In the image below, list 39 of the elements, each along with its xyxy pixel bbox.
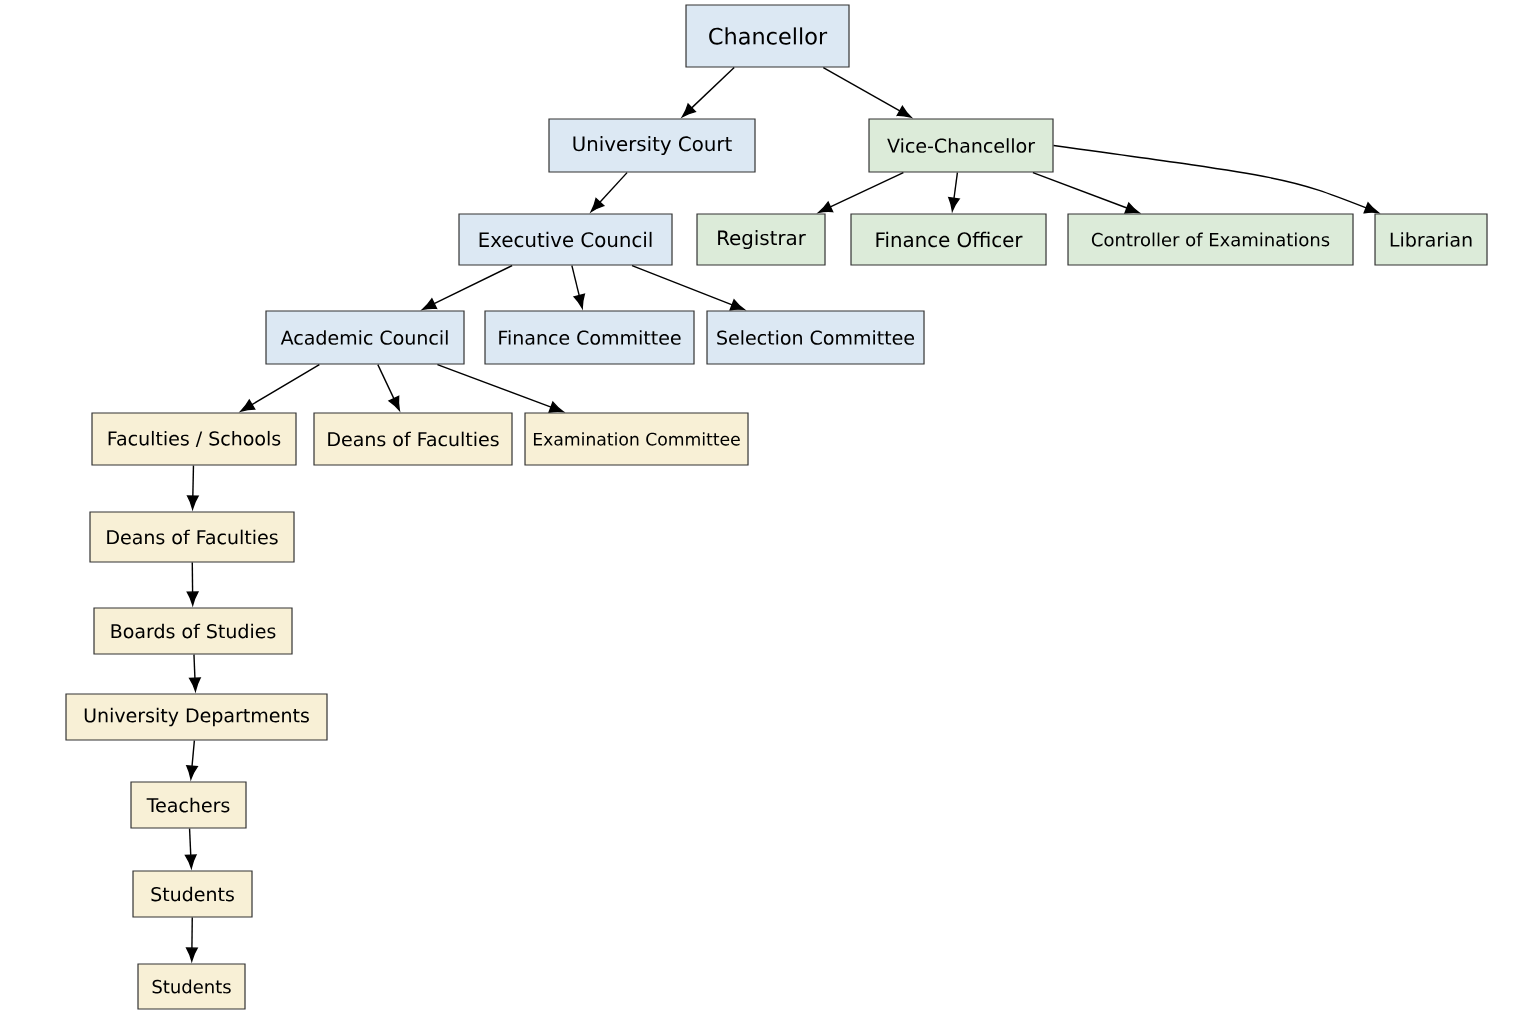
arrow — [818, 171, 905, 213]
arrow — [186, 464, 199, 510]
org-box: Executive Council — [458, 213, 673, 266]
org-box: Selection Committee — [706, 310, 925, 365]
org-box: Students — [132, 870, 253, 918]
org-box: Vice-Chancellor — [868, 118, 1054, 173]
org-box: Academic Council — [265, 310, 465, 365]
arrow — [1052, 144, 1379, 214]
org-box: Examination Committee — [524, 412, 749, 466]
arrow — [377, 363, 400, 411]
org-box: Teachers — [130, 781, 247, 829]
arrow — [571, 264, 586, 309]
arrow — [436, 363, 564, 413]
arrow — [590, 171, 628, 213]
org-box: Finance Officer — [850, 213, 1047, 266]
org-box: University Departments — [65, 693, 328, 741]
org-box: Registrar — [696, 213, 826, 266]
org-box: Chancellor — [685, 4, 850, 68]
org-box: Controller of Examinations — [1067, 213, 1354, 266]
org-box: Deans of Faculties — [313, 412, 513, 466]
arrow — [184, 827, 197, 869]
arrow — [822, 66, 912, 118]
arrow — [422, 264, 513, 310]
org-box: Faculties / Schools — [91, 412, 297, 466]
arrow — [948, 171, 960, 212]
arrow — [186, 916, 198, 962]
org-box: Deans of Faculties — [89, 511, 295, 563]
arrow — [189, 653, 201, 692]
org-box: University Court — [548, 118, 756, 173]
arrow — [240, 363, 321, 412]
arrow — [681, 66, 735, 118]
arrow — [1032, 171, 1140, 214]
org-box: Finance Committee — [484, 310, 695, 365]
org-box: Students — [137, 963, 246, 1010]
org-box: Boards of Studies — [93, 607, 293, 655]
org-box: Librarian — [1374, 213, 1488, 266]
arrow — [186, 561, 199, 606]
arrow — [631, 264, 745, 311]
arrow — [186, 739, 198, 780]
